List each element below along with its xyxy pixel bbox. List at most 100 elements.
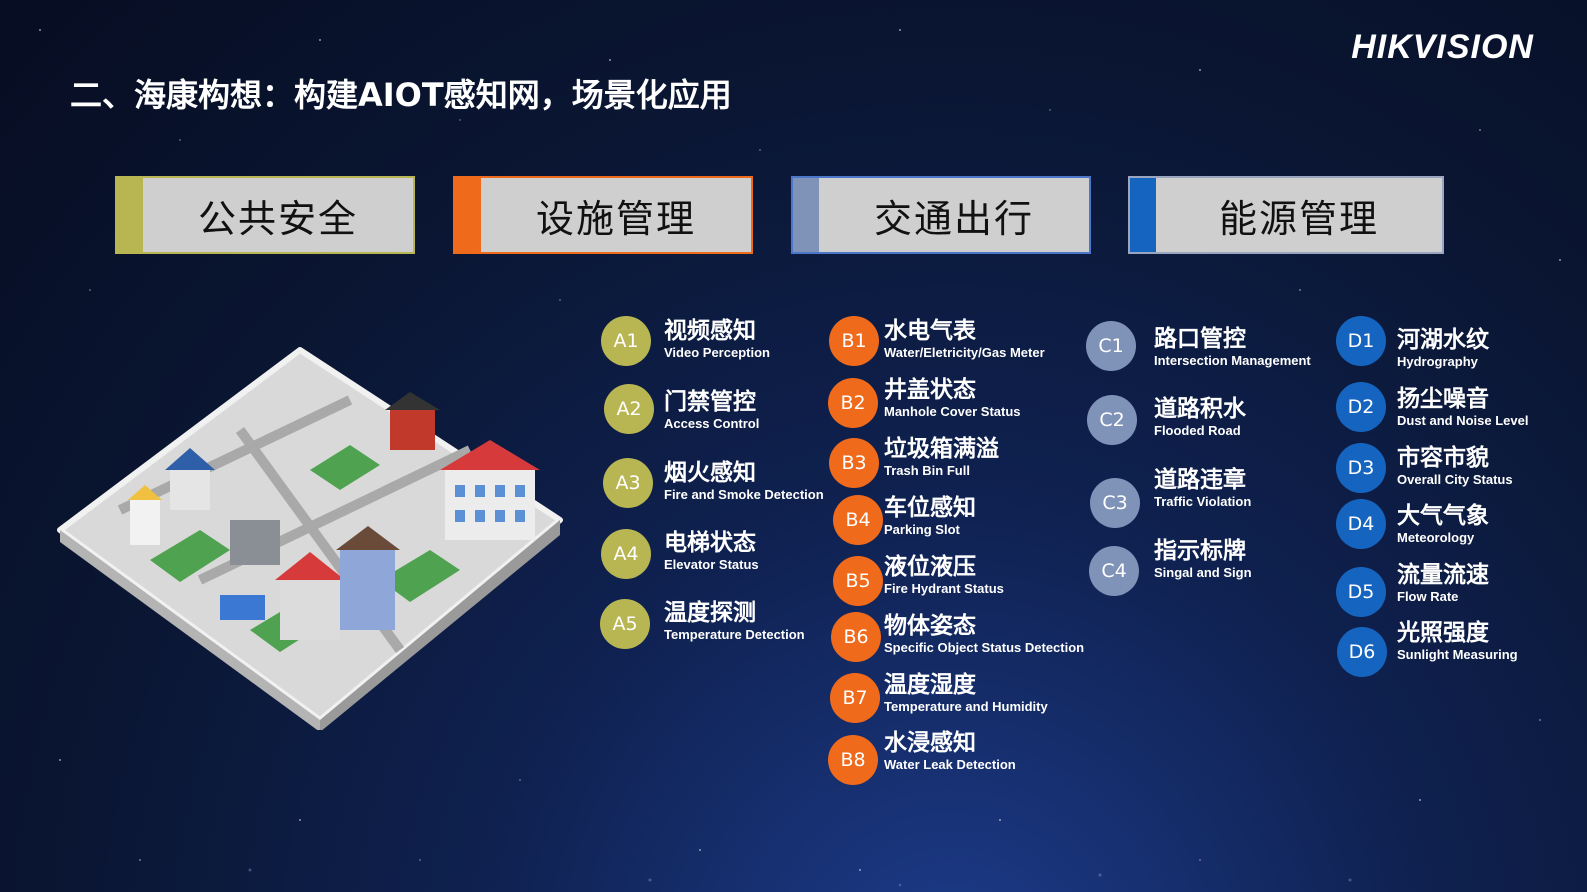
item-d2: 扬尘噪音 Dust and Noise Level [1397,386,1528,430]
code-badge-d1: D1 [1336,316,1386,366]
item-title-zh: 温度湿度 [884,672,976,698]
code-badge-b2: B2 [828,378,878,428]
code-badge-c4: C4 [1089,546,1139,596]
item-a4: 电梯状态 Elevator Status [664,530,759,574]
item-title-zh: 道路违章 [1154,467,1246,493]
item-title-en: Dust and Noise Level [1397,413,1529,428]
item-d4: 大气气象 Meteorology [1397,503,1489,547]
item-title-en: Specific Object Status Detection [884,640,1085,655]
item-b8: 水浸感知 Water Leak Detection [884,730,1016,774]
category-accent-bar [793,178,819,252]
code-badge-d5: D5 [1336,567,1386,617]
category-label: 设施管理 [535,196,696,241]
code-badge-a5: A5 [600,599,650,649]
code-badge-d6: D6 [1337,627,1387,677]
item-title-en: Elevator Status [664,557,759,572]
category-label: 能源管理 [1218,196,1379,241]
item-b6: 物体姿态 Specific Object Status Detection [884,613,1084,657]
category-accent-bar [455,178,481,252]
item-a1: 视频感知 Video Perception [664,318,770,362]
code-badge-b4: B4 [833,495,883,545]
item-title-zh: 指示标牌 [1154,538,1246,564]
item-title-zh: 河湖水纹 [1397,327,1489,353]
item-title-zh: 电梯状态 [664,530,756,556]
item-title-en: Overall City Status [1397,472,1513,487]
item-b2: 井盖状态 Manhole Cover Status [884,377,1021,421]
item-title-zh: 车位感知 [884,495,976,521]
item-title-zh: 门禁管控 [664,389,756,415]
item-title-en: Hydrography [1397,354,1478,369]
item-d5: 流量流速 Flow Rate [1397,562,1489,606]
item-title-en: Access Control [664,416,760,431]
item-title-en: Water Leak Detection [884,757,1016,772]
item-b7: 温度湿度 Temperature and Humidity [884,672,1048,716]
item-c4: 指示标牌 Singal and Sign [1154,538,1252,582]
isometric-city-illustration [57,347,563,730]
item-d1: 河湖水纹 Hydrography [1397,327,1489,371]
code-badge-a4: A4 [601,529,651,579]
item-title-zh: 液位液压 [884,554,976,580]
hikvision-logo: HIKVISION [1351,28,1534,66]
item-title-zh: 视频感知 [664,318,756,344]
category-public-safety: 公共安全 [115,176,415,254]
item-a5: 温度探测 Temperature Detection [664,600,805,644]
item-title-zh: 大气气象 [1397,503,1489,529]
item-title-zh: 井盖状态 [884,377,976,403]
item-title-zh: 水电气表 [884,318,976,344]
category-accent-bar [117,178,143,252]
category-label: 交通出行 [873,196,1034,241]
slide-title: 二、海康构想：构建AIOT感知网，场景化应用 [70,76,732,114]
item-title-en: Fire Hydrant Status [884,581,1004,596]
item-title-zh: 温度探测 [664,600,756,626]
item-title-zh: 扬尘噪音 [1397,386,1489,412]
item-title-en: Temperature Detection [664,627,805,642]
category-transportation: 交通出行 [791,176,1091,254]
item-title-zh: 垃圾箱满溢 [884,436,999,462]
item-title-zh: 烟火感知 [664,460,756,486]
item-c3: 道路违章 Traffic Violation [1154,467,1251,511]
item-c2: 道路积水 Flooded Road [1154,396,1246,440]
item-title-en: Flooded Road [1154,423,1241,438]
code-badge-b8: B8 [828,735,878,785]
item-a2: 门禁管控 Access Control [664,389,759,433]
item-title-en: Flow Rate [1397,589,1459,604]
item-title-en: Trash Bin Full [884,463,970,478]
item-b4: 车位感知 Parking Slot [884,495,976,539]
code-badge-a2: A2 [604,384,654,434]
code-badge-b3: B3 [829,438,879,488]
item-title-zh: 道路积水 [1154,396,1246,422]
category-energy-management: 能源管理 [1128,176,1444,254]
item-title-en: Intersection Management [1154,353,1311,368]
code-badge-b1: B1 [829,316,879,366]
code-badge-b5: B5 [833,556,883,606]
item-b3: 垃圾箱满溢 Trash Bin Full [884,436,999,480]
item-title-zh: 市容市貌 [1397,445,1489,471]
code-badge-b6: B6 [831,612,881,662]
item-title-en: Meteorology [1397,530,1475,545]
code-badge-a3: A3 [603,458,653,508]
item-title-en: Singal and Sign [1154,565,1252,580]
item-title-zh: 物体姿态 [884,613,976,639]
category-accent-bar [1130,178,1156,252]
code-badge-d2: D2 [1336,382,1386,432]
item-b5: 液位液压 Fire Hydrant Status [884,554,1004,598]
item-a3: 烟火感知 Fire and Smoke Detection [664,460,824,504]
category-facility-management: 设施管理 [453,176,753,254]
category-label: 公共安全 [197,196,358,241]
item-title-zh: 水浸感知 [884,730,976,756]
code-badge-c3: C3 [1090,478,1140,528]
item-title-en: Sunlight Measuring [1397,647,1518,662]
item-d3: 市容市貌 Overall City Status [1397,445,1513,489]
code-badge-a1: A1 [601,316,651,366]
item-title-zh: 流量流速 [1397,562,1489,588]
code-badge-d3: D3 [1336,443,1386,493]
item-title-en: Fire and Smoke Detection [664,487,824,502]
item-b1: 水电气表 Water/Eletricity/Gas Meter [884,318,1045,362]
code-badge-c1: C1 [1086,321,1136,371]
item-c1: 路口管控 Intersection Management [1154,326,1311,370]
item-d6: 光照强度 Sunlight Measuring [1397,620,1518,664]
code-badge-d4: D4 [1336,499,1386,549]
item-title-zh: 光照强度 [1397,620,1489,646]
item-title-en: Traffic Violation [1154,494,1252,509]
item-title-en: Temperature and Humidity [884,699,1048,714]
